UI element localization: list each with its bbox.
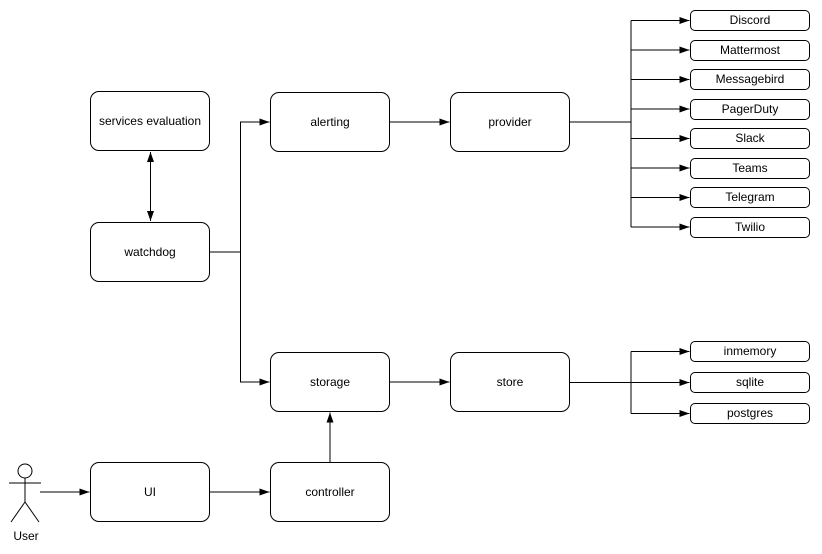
node-provider-teams: Teams [690, 157, 810, 179]
node-provider-telegram: Telegram [690, 187, 810, 208]
node-provider-mattermost: Mattermost [690, 39, 810, 61]
node-provider-pagerduty: PagerDuty [690, 98, 810, 120]
node-ui: UI [90, 462, 210, 522]
actor-leg-left [10, 501, 26, 523]
node-store-inmemory: inmemory [690, 341, 810, 362]
node-alerting: alerting [270, 92, 390, 152]
actor-head [17, 463, 33, 479]
node-provider-slack: Slack [690, 128, 810, 149]
node-provider-discord: Discord [690, 10, 810, 31]
node-provider-messagebird: Messagebird [690, 69, 810, 90]
user-actor-figure [9, 463, 41, 523]
node-store-sqlite: sqlite [690, 372, 810, 393]
user-actor-label: User [13, 529, 39, 543]
node-store-postgres: postgres [690, 403, 810, 424]
actor-leg-right [24, 501, 40, 523]
node-watchdog: watchdog [90, 222, 210, 282]
node-provider: provider [450, 92, 570, 152]
node-provider-twilio: Twilio [690, 216, 810, 238]
node-storage: storage [270, 352, 390, 412]
node-services-evaluation: services evaluation [90, 91, 210, 151]
node-store: store [450, 352, 570, 412]
edge-watchdog-storage [210, 251, 270, 386]
node-controller: controller [270, 462, 390, 522]
edge-watchdog-alerting [210, 118, 270, 253]
